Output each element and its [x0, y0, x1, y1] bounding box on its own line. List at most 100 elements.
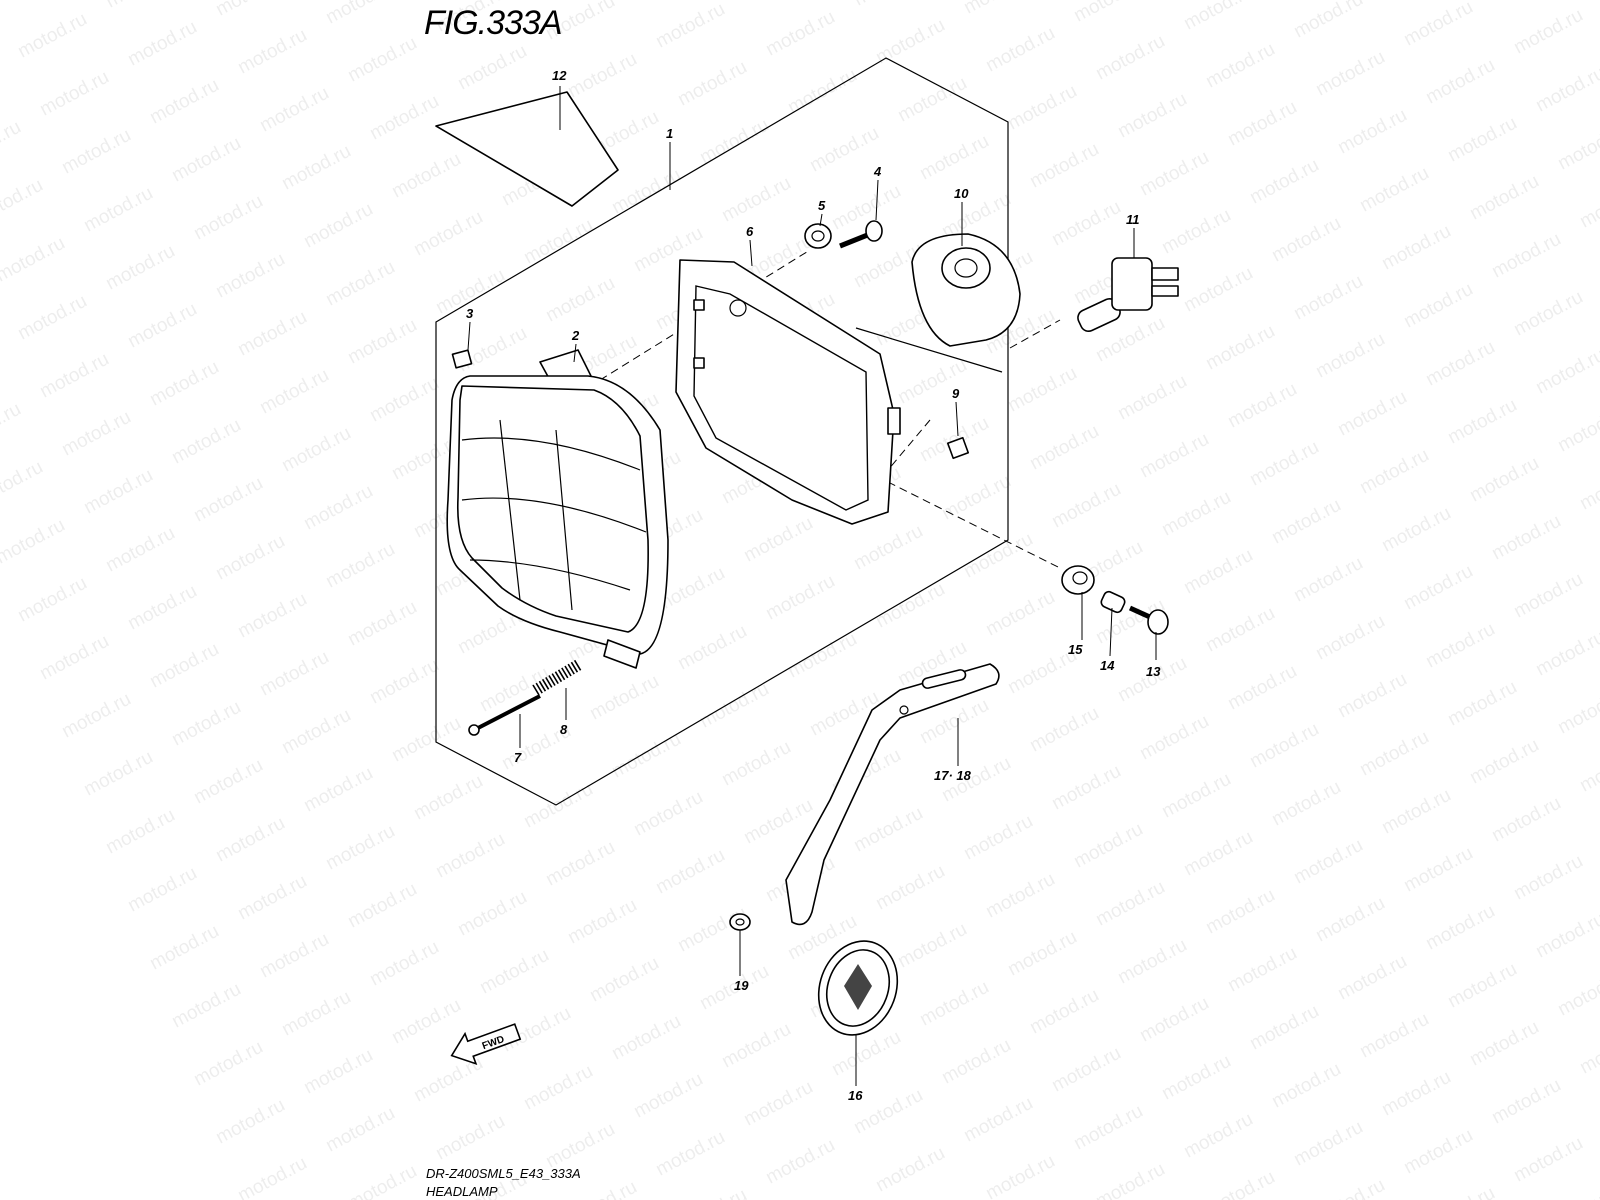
adjust-screw-7 — [468, 694, 541, 736]
screw-4 — [839, 220, 883, 249]
watermark-text: motod.ru — [938, 1035, 1014, 1089]
watermark-text: motod.ru — [1422, 901, 1498, 955]
watermark-text: motod.ru — [520, 779, 596, 833]
watermark-text: motod.ru — [80, 465, 156, 519]
watermark-text: motod.ru — [586, 953, 662, 1007]
watermark-text: motod.ru — [1378, 785, 1454, 839]
watermark-text: motod.ru — [740, 0, 816, 2]
watermark-text: motod.ru — [0, 233, 69, 287]
watermark-text: motod.ru — [1268, 495, 1344, 549]
watermark-text: motod.ru — [1356, 1009, 1432, 1063]
watermark-text: motod.ru — [0, 117, 25, 171]
watermark-text: motod.ru — [1334, 669, 1410, 723]
watermark-text: motod.ru — [476, 945, 552, 999]
watermark-text: motod.ru — [1048, 479, 1124, 533]
watermark-text: motod.ru — [58, 689, 134, 743]
watermark-text: motod.ru — [454, 887, 530, 941]
watermark-text: motod.ru — [1554, 403, 1600, 457]
watermark-text: motod.ru — [256, 647, 332, 701]
watermark-text: motod.ru — [1092, 31, 1168, 85]
watermark-text: motod.ru — [278, 987, 354, 1041]
watermark-text: motod.ru — [1136, 429, 1212, 483]
watermark-text: motod.ru — [1378, 503, 1454, 557]
label-sticker — [435, 91, 619, 207]
watermark-text: motod.ru — [1510, 287, 1586, 341]
callout-5: 5 — [818, 198, 826, 213]
watermark-text: motod.ru — [1004, 363, 1080, 417]
watermark-text: motod.ru — [1400, 843, 1476, 897]
watermark-text: motod.ru — [718, 737, 794, 791]
watermark-text: motod.ru — [1334, 105, 1410, 159]
watermark-text: motod.ru — [1378, 221, 1454, 275]
watermark-text: motod.ru — [872, 579, 948, 633]
watermark-text: motod.ru — [1268, 213, 1344, 267]
watermark-text: motod.ru — [1510, 1133, 1586, 1187]
watermark-text: motod.ru — [1224, 661, 1300, 715]
watermark-text: motod.ru — [982, 869, 1058, 923]
watermark-text: motod.ru — [256, 365, 332, 419]
callout-19: 19 — [734, 978, 749, 993]
watermark-text: motod.ru — [36, 631, 112, 685]
watermark-text: motod.ru — [1158, 1051, 1234, 1105]
watermark-text: motod.ru — [1202, 1167, 1278, 1200]
watermark-text: motod.ru — [542, 1119, 618, 1173]
callout-12: 12 — [552, 68, 567, 83]
watermark-text: motod.ru — [432, 829, 508, 883]
watermark-text: motod.ru — [916, 977, 992, 1031]
watermark-text: motod.ru — [388, 713, 464, 767]
watermark-text: motod.ru — [146, 639, 222, 693]
watermark-text: motod.ru — [542, 837, 618, 891]
watermark-text: motod.ru — [102, 241, 178, 295]
watermark-text: motod.ru — [586, 671, 662, 725]
watermark-text: motod.ru — [300, 1045, 376, 1099]
watermark-text: motod.ru — [1048, 761, 1124, 815]
watermark-text: motod.ru — [344, 879, 420, 933]
callout-11: 11 — [1126, 212, 1140, 227]
watermark-text: motod.ru — [1290, 1117, 1366, 1171]
watermark-text: motod.ru — [872, 861, 948, 915]
watermark-text: motod.ru — [1136, 711, 1212, 765]
watermark-text: motod.ru — [1136, 993, 1212, 1047]
watermark-text: motod.ru — [212, 0, 288, 20]
watermark-text: motod.ru — [1554, 967, 1600, 1021]
watermark-text: motod.ru — [1026, 985, 1102, 1039]
watermark-text: motod.ru — [1048, 1043, 1124, 1097]
watermark-text: motod.ru — [630, 1069, 706, 1123]
watermark-text: motod.ru — [1004, 927, 1080, 981]
watermark-text: motod.ru — [1268, 1059, 1344, 1113]
watermark-text: motod.ru — [0, 175, 47, 229]
watermark-text: motod.ru — [806, 123, 882, 177]
watermark-text: motod.ru — [1312, 893, 1388, 947]
callout-14: 14 — [1100, 658, 1115, 673]
watermark-text: motod.ru — [542, 273, 618, 327]
watermark-text: motod.ru — [146, 357, 222, 411]
watermark-text: motod.ru — [1004, 81, 1080, 135]
watermark-text: motod.ru — [190, 473, 266, 527]
watermark-text: motod.ru — [0, 399, 25, 453]
watermark-text: motod.ru — [300, 199, 376, 253]
watermark-text: motod.ru — [718, 1019, 794, 1073]
watermark-text: motod.ru — [1070, 1101, 1146, 1155]
watermark-text: motod.ru — [14, 573, 90, 627]
watermark-text: motod.ru — [762, 571, 838, 625]
watermark-text: motod.ru — [1158, 205, 1234, 259]
watermark-text: motod.ru — [1136, 147, 1212, 201]
watermark-text: motod.ru — [1444, 395, 1520, 449]
watermark-text: motod.ru — [1224, 379, 1300, 433]
watermark-text: motod.ru — [894, 919, 970, 973]
callout-17-18: 17· 18 — [934, 768, 972, 783]
callout-6: 6 — [746, 224, 754, 239]
watermark-text: motod.ru — [1070, 819, 1146, 873]
diagram-code: DR-Z400SML5_E43_333A — [426, 1166, 581, 1181]
watermark-text: motod.ru — [1268, 777, 1344, 831]
callout-8: 8 — [560, 722, 568, 737]
watermark-text: motod.ru — [146, 921, 222, 975]
watermark-text: motod.ru — [696, 679, 772, 733]
watermark-text: motod.ru — [1312, 1175, 1388, 1200]
watermark-text: motod.ru — [212, 531, 288, 585]
watermark-text: motod.ru — [1290, 0, 1366, 42]
watermark-text: motod.ru — [1488, 229, 1564, 283]
watermark-text: motod.ru — [300, 763, 376, 817]
